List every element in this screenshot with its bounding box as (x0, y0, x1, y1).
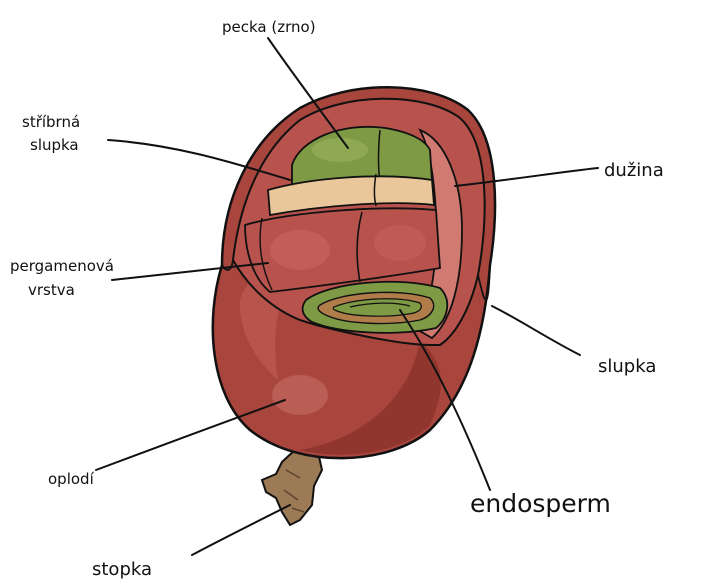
leader-slupka (492, 306, 580, 355)
label-oplodi: oplodí (48, 470, 95, 488)
label-pecka: pecka (zrno) (222, 18, 316, 36)
label-slupka: slupka (598, 356, 656, 377)
label-stopka: stopka (92, 559, 152, 580)
label-pergamenova-line1: pergamenová (10, 257, 114, 275)
label-duzina: dužina (604, 160, 664, 181)
label-pergamenova-line2: vrstva (28, 281, 75, 299)
label-endosperm: endosperm (470, 489, 611, 518)
leader-stopka (192, 505, 290, 555)
label-stribrna-line1: stříbrná (22, 113, 80, 131)
label-stribrna-line2: slupka (30, 136, 79, 154)
